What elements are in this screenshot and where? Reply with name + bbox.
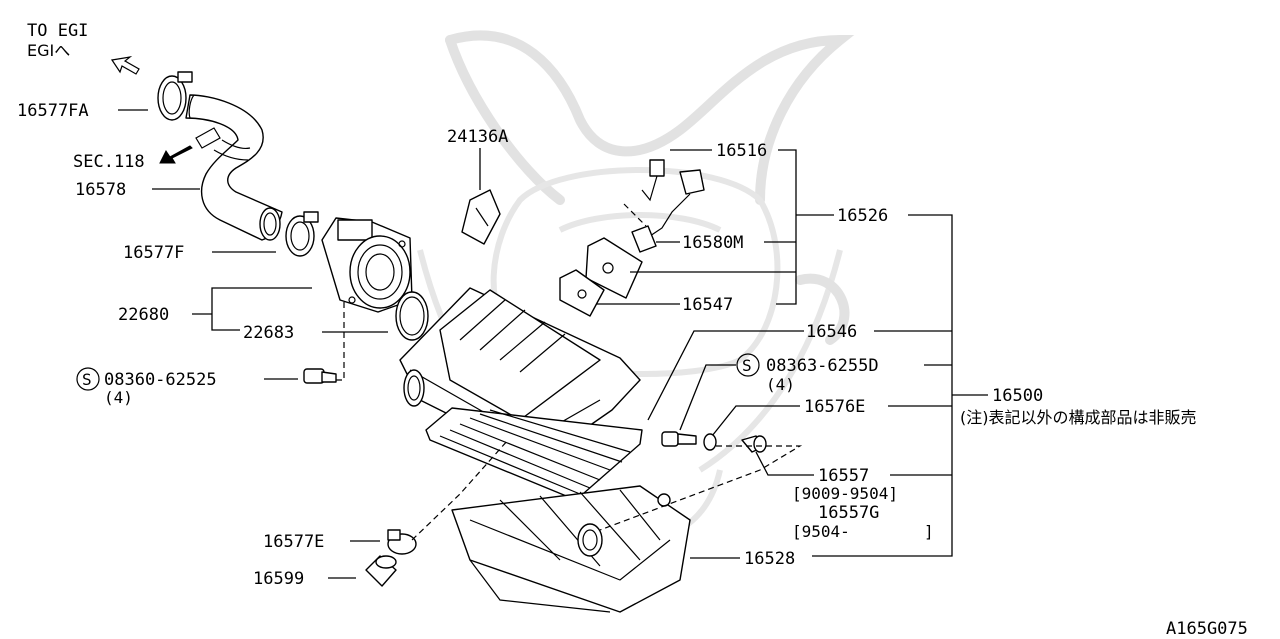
filter-element-16546: [425, 407, 643, 501]
outline-arrow-icon: [110, 56, 140, 75]
clamp-16577F: [285, 211, 319, 257]
part-label-22683: 22683: [243, 323, 294, 343]
harness-16516: [641, 159, 705, 237]
egi-jp-label: EGIへ: [27, 41, 70, 60]
clamp-16577E: [387, 529, 417, 555]
dash-16577E: [411, 439, 509, 541]
part-label-16577E: 16577E: [263, 532, 324, 552]
filled-arrow-icon: [159, 145, 193, 164]
dash-harness: [623, 203, 647, 227]
part-label-16516: 16516: [716, 141, 767, 161]
part-label-16526: 16526: [837, 206, 888, 226]
part-label-16557: 16557: [818, 466, 869, 486]
part-label-22680: 22680: [118, 305, 169, 325]
dash-grommet: [599, 445, 803, 531]
bolt-08363-6255D: [661, 431, 697, 447]
plate-16547-lower: [559, 269, 605, 317]
grommet-16557: [741, 435, 767, 453]
part-label-16500: 16500: [992, 386, 1043, 406]
sec-118-label: SEC.118: [73, 152, 145, 172]
bolt-qty-b: (4): [766, 375, 795, 394]
intake-duct-16578: [185, 94, 283, 241]
bracket-24136A: [461, 189, 501, 245]
leader-16546: [647, 330, 804, 421]
s-symbol: S: [82, 370, 92, 389]
leader-16576E: [711, 405, 800, 437]
part-label-24136A: 24136A: [447, 127, 508, 147]
part-label-16577FA: 16577FA: [17, 101, 89, 121]
sensor-16580M: [631, 225, 657, 253]
leader-bolt-b: [679, 364, 736, 431]
washer-16576E: [703, 433, 717, 451]
part-label-16528: 16528: [744, 549, 795, 569]
gasket-22683: [395, 291, 429, 341]
s-symbol-b: S: [742, 356, 752, 375]
circled-s-icon: S: [76, 367, 100, 391]
plate-16547-upper: [585, 237, 643, 299]
air-cleaner-case-16528: [451, 485, 691, 613]
clamp-16577FA: [157, 71, 193, 121]
part-label-16547: 16547: [682, 295, 733, 315]
bracket-16526: [776, 149, 797, 305]
range-16557G-start: [9504-: [792, 522, 850, 541]
hose-16599: [365, 555, 397, 587]
part-label-16577F: 16577F: [123, 243, 184, 263]
part-label-16576E: 16576E: [804, 397, 865, 417]
bolt-08360-62525: [303, 368, 337, 384]
part-label-16578: 16578: [75, 180, 126, 200]
part-label-16599: 16599: [253, 569, 304, 589]
bracket-16500: [812, 214, 953, 557]
bracket-22680: [211, 287, 312, 331]
air-flow-meter-22680: [321, 217, 413, 313]
figure-code: A165G075: [1166, 619, 1248, 639]
circled-s-icon: S: [736, 353, 760, 377]
note-jp: (注)表記以外の構成部品は非販売: [960, 408, 1197, 427]
part-label-16546: 16546: [806, 322, 857, 342]
to-egi-label: TO EGI: [27, 21, 88, 41]
part-label-16557G: 16557G: [818, 503, 879, 523]
leader-16557: [755, 451, 814, 476]
bolt-qty-a: (4): [104, 388, 133, 407]
bolt-label-08360-62525: 08360-62525: [104, 370, 217, 390]
range-16557: [9009-9504]: [792, 484, 898, 503]
range-16557G-end: ]: [924, 522, 934, 541]
bolt-label-08363-6255D: 08363-6255D: [766, 356, 879, 376]
part-label-16580M: 16580M: [682, 233, 743, 253]
dash-bolt-a: [336, 300, 345, 381]
